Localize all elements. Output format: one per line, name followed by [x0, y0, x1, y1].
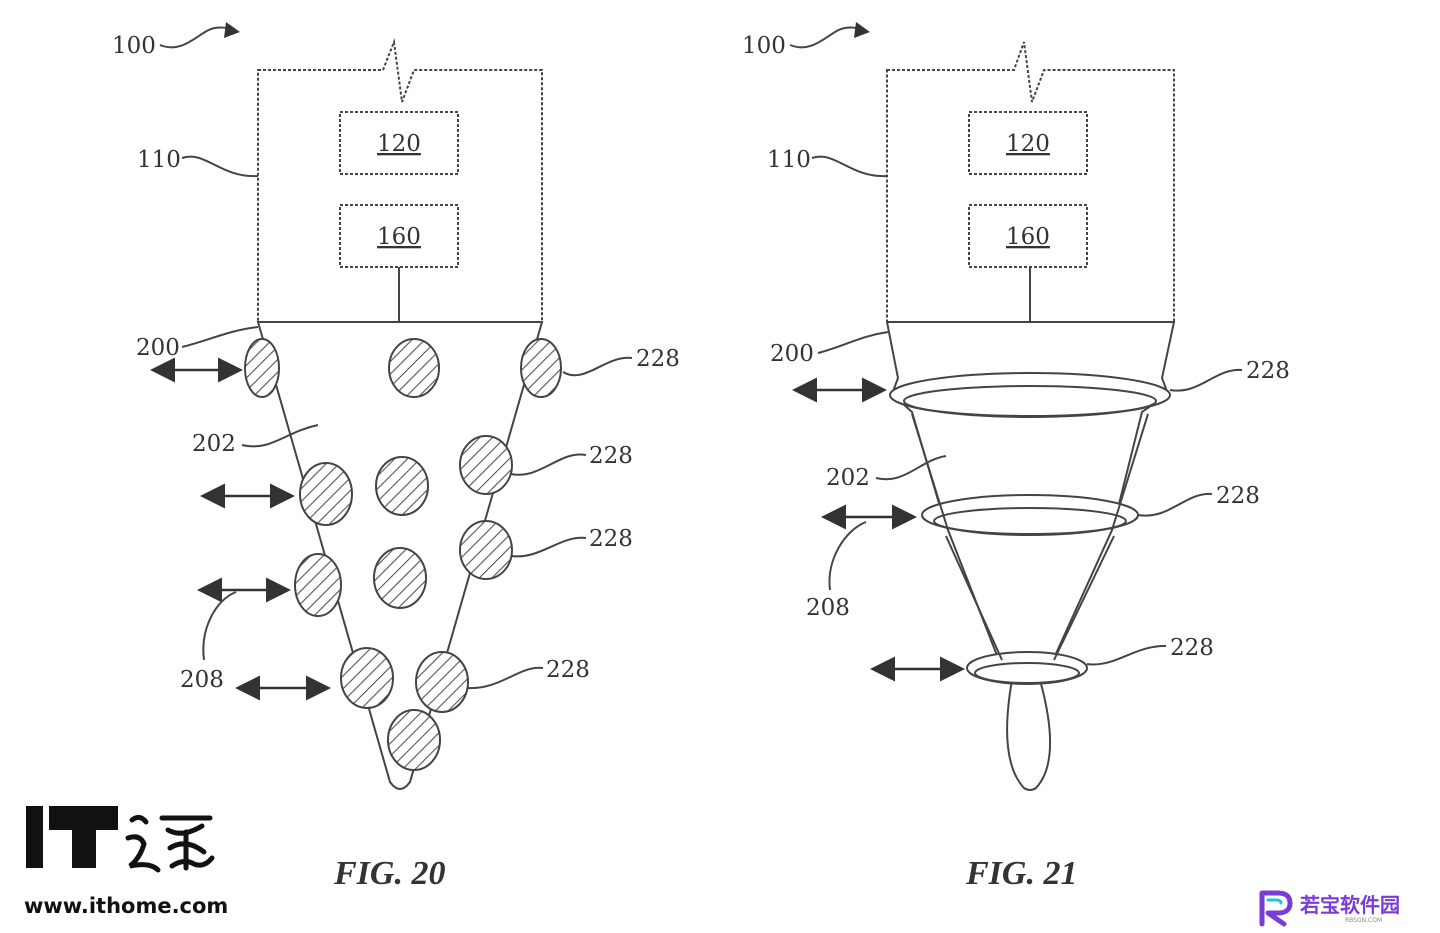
figure-caption-21: FIG. 21	[965, 855, 1077, 892]
leader-228-d	[467, 666, 544, 690]
leader-228-b	[1137, 492, 1213, 517]
label-228-b: 228	[1216, 483, 1260, 509]
sensor-dot	[375, 456, 429, 516]
tip-202	[256, 321, 544, 790]
sensor-dot	[387, 709, 441, 771]
sensor-dot	[459, 520, 513, 580]
leader-200	[181, 326, 259, 348]
leader-228-a	[1169, 368, 1243, 392]
leader-110	[811, 155, 888, 178]
figure-caption-20: FIG. 20	[333, 855, 445, 892]
ithome-url: www.ithome.com	[24, 894, 228, 918]
rbsgn-watermark: 若宝软件园 RBSGN.COM	[1259, 890, 1400, 927]
leader-200	[817, 331, 889, 354]
housing-110	[257, 38, 543, 323]
sensor-dot	[459, 435, 513, 495]
label-228-a: 228	[1246, 358, 1290, 384]
sensor-dot	[340, 647, 394, 709]
label-110: 110	[767, 147, 811, 173]
rbsgn-logo-accent	[1266, 898, 1283, 905]
label-120: 120	[1006, 131, 1050, 157]
label-160: 160	[377, 224, 421, 250]
leader-228-b	[510, 453, 587, 476]
housing-110	[886, 41, 1175, 323]
rbsgn-name: 若宝软件园	[1299, 893, 1400, 917]
rbsgn-logo-icon	[1259, 890, 1293, 927]
sensor-dot	[520, 338, 562, 398]
label-208: 208	[180, 667, 224, 693]
label-202: 202	[192, 431, 236, 457]
cone-profile-lines	[911, 413, 1149, 661]
leader-208	[202, 591, 237, 661]
label-100: 100	[112, 33, 156, 59]
label-200: 200	[136, 335, 180, 361]
label-160: 160	[1006, 224, 1050, 250]
label-228-a: 228	[636, 346, 680, 372]
label-110: 110	[137, 147, 181, 173]
sensor-dot	[373, 547, 427, 609]
label-228-c: 228	[1170, 635, 1214, 661]
leader-208	[828, 521, 867, 591]
leader-202	[241, 424, 319, 448]
sensor-dots	[244, 338, 562, 771]
label-200: 200	[770, 341, 814, 367]
label-120: 120	[377, 131, 421, 157]
ithome-watermark: www.ithome.com	[24, 806, 228, 918]
ring-228-inner	[974, 662, 1080, 684]
sensor-dot	[415, 651, 469, 713]
rbsgn-url: RBSGN.COM	[1345, 917, 1382, 924]
leader-202	[875, 455, 947, 481]
figure-20: 100 110 120 160 200 202 208 228 228 228 …	[112, 22, 680, 892]
ring-228-inner	[903, 385, 1157, 417]
ithome-logo	[26, 806, 215, 873]
label-208: 208	[806, 595, 850, 621]
leader-228-c	[1086, 644, 1167, 666]
sensor-dot	[244, 338, 280, 398]
leader-110	[181, 155, 259, 178]
leader-100-arrowhead	[854, 22, 870, 38]
sensor-dot	[388, 338, 440, 398]
ring-228-inner	[933, 507, 1127, 535]
sensor-dot	[294, 553, 342, 617]
leader-228-a	[562, 356, 633, 377]
label-228-c: 228	[589, 526, 633, 552]
label-228-b: 228	[589, 443, 633, 469]
label-202: 202	[826, 465, 870, 491]
figure-21: 100 110 120 160 200 202 208 228 228 228 …	[742, 22, 1290, 892]
leader-228-c	[510, 536, 587, 558]
label-100: 100	[742, 33, 786, 59]
leader-100-arrowhead	[224, 22, 240, 38]
label-228-d: 228	[546, 657, 590, 683]
sensor-dot	[299, 462, 353, 526]
